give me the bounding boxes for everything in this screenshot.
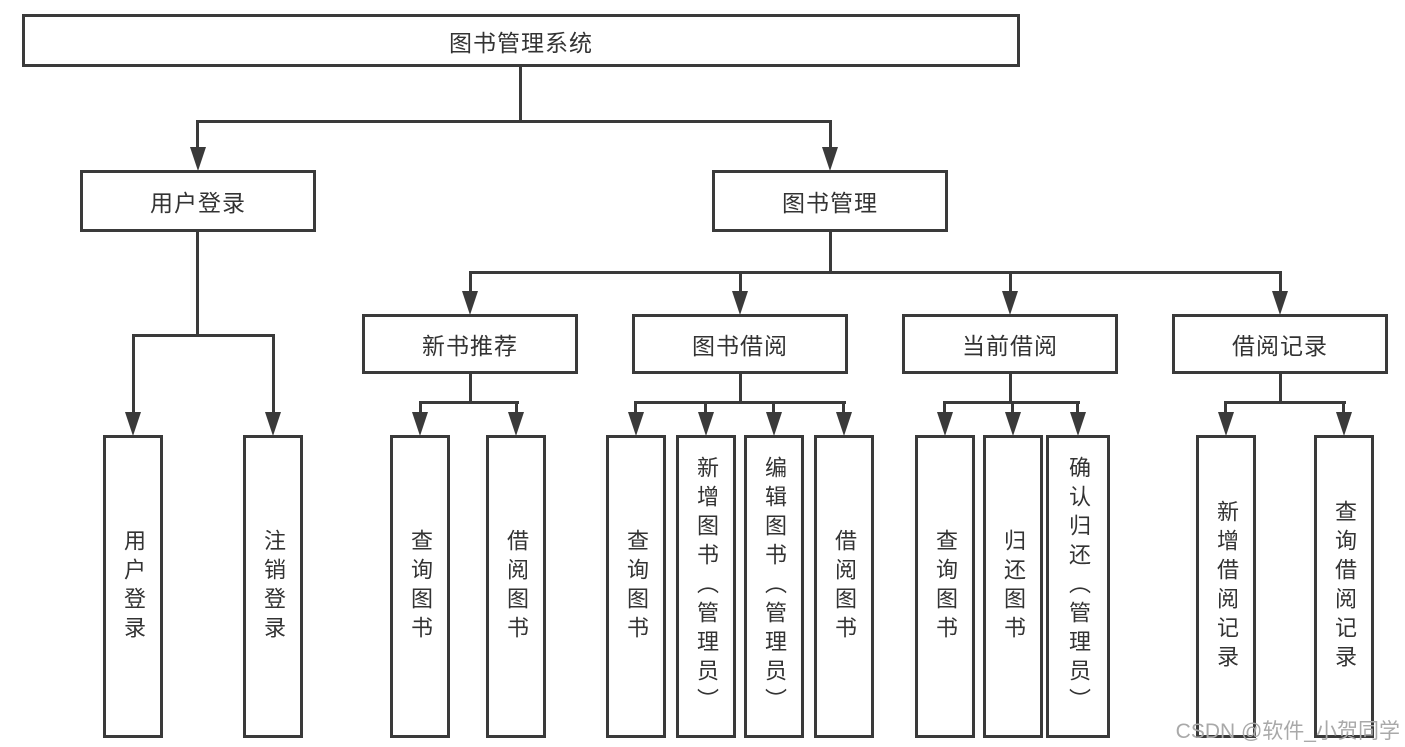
- connector-drop-leaf-user-login: [132, 334, 135, 412]
- connector-drop-bb-query: [634, 401, 637, 414]
- connector-user-login-stem: [196, 232, 199, 336]
- connector-drop-nb-query: [419, 401, 422, 414]
- connector-drop-br-add: [1224, 401, 1227, 414]
- connector-drop-current-borrow: [1009, 271, 1012, 293]
- arrowhead-cb-query: [937, 412, 953, 436]
- connector-drop-nb-borrow: [515, 401, 518, 414]
- node-borrowing-records: 借阅记录: [1172, 314, 1388, 374]
- leaf-logout: 注销登录: [243, 435, 303, 738]
- connector-book-management-split: [469, 271, 1282, 274]
- connector-book-management-stem: [829, 232, 832, 273]
- leaf-return-books: 归还图书: [983, 435, 1043, 738]
- connector-drop-leaf-logout: [272, 334, 275, 412]
- node-book-management: 图书管理: [712, 170, 948, 232]
- connector-drop-book-borrow: [739, 271, 742, 293]
- arrowhead-bb-query: [628, 412, 644, 436]
- node-user-login: 用户登录: [80, 170, 316, 232]
- leaf-query-books-recommend: 查询图书: [390, 435, 450, 738]
- connector-drop-new-book: [469, 271, 472, 293]
- connector-borrow-record-stem: [1279, 374, 1282, 403]
- arrowhead-br-query: [1336, 412, 1352, 436]
- arrowhead-nb-borrow: [508, 412, 524, 436]
- connector-root-split: [196, 120, 832, 123]
- connector-user-login-split: [132, 334, 274, 337]
- connector-new-book-stem: [469, 374, 472, 403]
- connector-drop-bb-add: [704, 401, 707, 414]
- arrowhead-book-borrow: [732, 291, 748, 315]
- arrowhead-bb-edit: [766, 412, 782, 436]
- connector-borrow-record-split: [1224, 401, 1346, 404]
- connector-drop-bb-edit: [772, 401, 775, 414]
- arrowhead-cb-return: [1005, 412, 1021, 436]
- connector-root-stem: [519, 67, 522, 121]
- connector-book-borrow-split: [634, 401, 846, 404]
- arrowhead-cb-confirm: [1070, 412, 1086, 436]
- connector-drop-br-query: [1342, 401, 1345, 414]
- connector-drop-bb-borrow: [842, 401, 845, 414]
- node-library-system: 图书管理系统: [22, 14, 1020, 67]
- connector-current-borrow-stem: [1009, 374, 1012, 403]
- arrowhead-borrow-record: [1272, 291, 1288, 315]
- connector-book-borrow-stem: [739, 374, 742, 403]
- leaf-query-books-current: 查询图书: [915, 435, 975, 738]
- arrowhead-leaf-user-login: [125, 412, 141, 436]
- connector-drop-cb-return: [1011, 401, 1014, 414]
- leaf-query-books-borrowing: 查询图书: [606, 435, 666, 738]
- leaf-borrow-books-recommend: 借阅图书: [486, 435, 546, 738]
- connector-new-book-split: [419, 401, 519, 404]
- connector-drop-user-login: [196, 120, 199, 150]
- leaf-edit-book-admin: 编辑图书（管理员）: [744, 435, 804, 738]
- leaf-add-book-admin: 新增图书（管理员）: [676, 435, 736, 738]
- node-current-borrowing: 当前借阅: [902, 314, 1118, 374]
- node-new-book-recommendation: 新书推荐: [362, 314, 578, 374]
- leaf-borrow-books-borrowing: 借阅图书: [814, 435, 874, 738]
- leaf-query-borrow-record: 查询借阅记录: [1314, 435, 1374, 738]
- arrowhead-book-management: [822, 147, 838, 171]
- arrowhead-bb-borrow: [836, 412, 852, 436]
- arrowhead-nb-query: [412, 412, 428, 436]
- connector-drop-borrow-record: [1279, 271, 1282, 293]
- connector-drop-cb-query: [943, 401, 946, 414]
- leaf-add-borrow-record: 新增借阅记录: [1196, 435, 1256, 738]
- connector-drop-cb-confirm: [1076, 401, 1079, 414]
- connector-drop-book-management: [829, 120, 832, 150]
- leaf-confirm-return-admin: 确认归还（管理员）: [1046, 435, 1110, 738]
- arrowhead-user-login: [190, 147, 206, 171]
- csdn-watermark: CSDN @软件_小贺同学: [1175, 720, 1400, 743]
- arrowhead-new-book: [462, 291, 478, 315]
- leaf-user-login: 用户登录: [103, 435, 163, 738]
- arrowhead-current-borrow: [1002, 291, 1018, 315]
- arrowhead-bb-add: [698, 412, 714, 436]
- arrowhead-br-add: [1218, 412, 1234, 436]
- arrowhead-leaf-logout: [265, 412, 281, 436]
- node-book-borrowing: 图书借阅: [632, 314, 848, 374]
